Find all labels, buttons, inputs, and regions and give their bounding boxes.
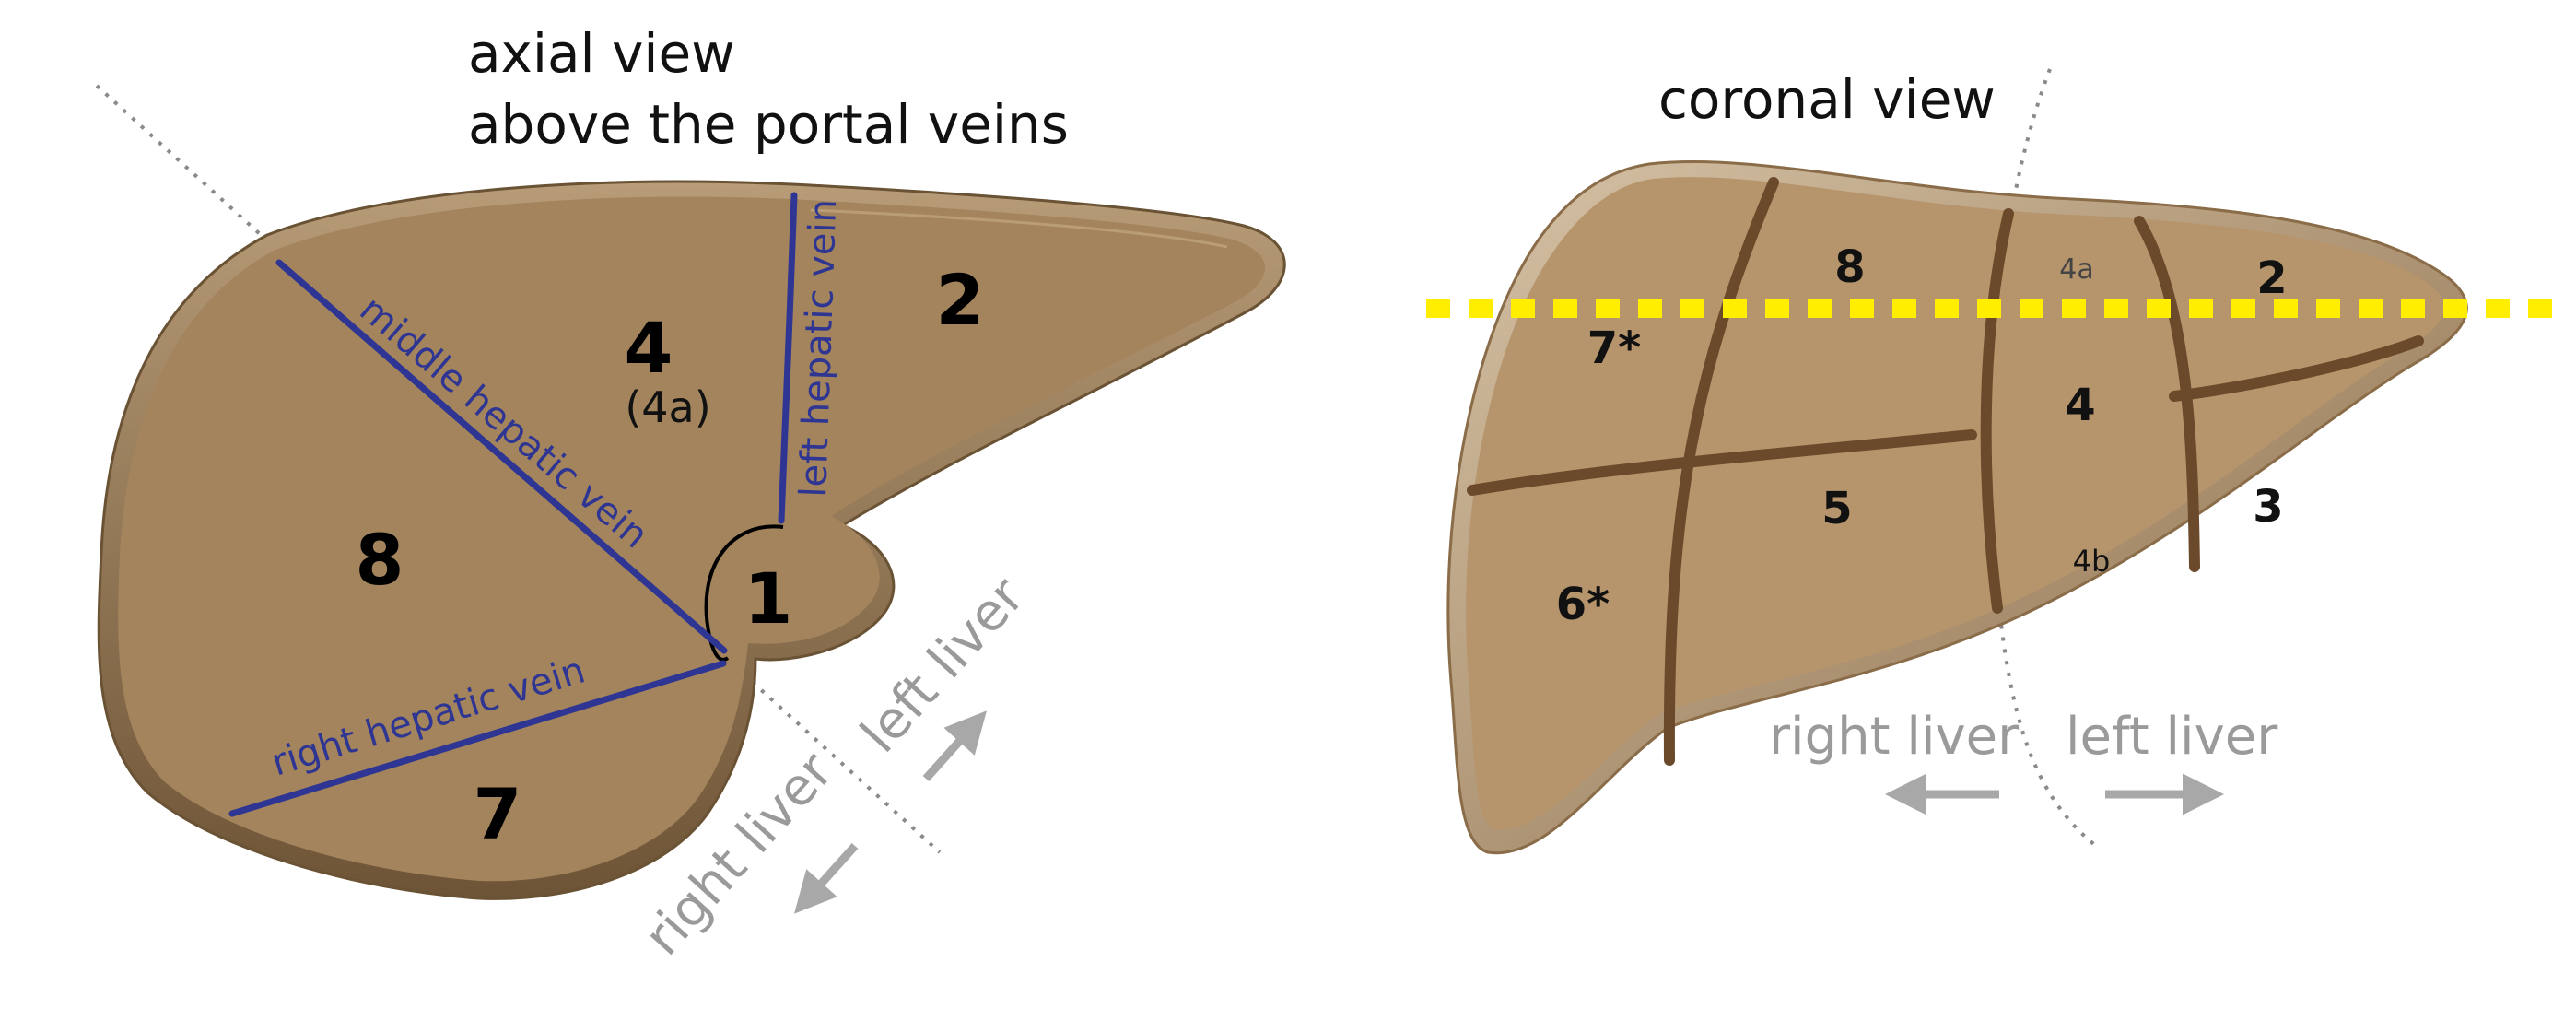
coronal-right-liver-label: right liver [1769,707,2020,767]
axial-segment-2: 2 [936,259,985,341]
branch-middle-vertical [1980,208,2014,614]
branch-left-horizontal [2169,335,2424,402]
axial-segment-4a: (4a) [625,382,710,432]
coronal-segment-4b: 4b [2073,544,2111,579]
branch-left-vertical [2134,216,2200,572]
coronal-branches [1467,177,2424,766]
axial-left-liver-arrow [922,710,988,782]
coronal-view: coronal view 8 4a 2 7* 4 5 3 4b 6* right… [1426,68,2570,855]
caudate-boundary-arc [704,524,784,662]
coronal-liver-surface [1466,177,2444,830]
axial-segment-1: 1 [744,557,793,639]
branch-horizontal [1467,429,1977,496]
coronal-left-liver-label: left liver [2066,707,2278,767]
axial-right-liver-arrow [793,842,859,914]
axial-liver-surface [118,196,1266,882]
axial-surface-highlight [810,208,1228,249]
axial-division-line [95,84,942,854]
left-hepatic-vein [778,192,798,524]
axial-title-line2: above the portal veins [468,93,1069,156]
coronal-segment-4: 4 [2065,380,2095,431]
branch-right-vertical [1663,177,1779,766]
coronal-segment-6: 6* [1556,579,1610,630]
coronal-segment-4a: 4a [2059,253,2093,286]
right-hepatic-vein [228,660,727,817]
coronal-segment-5: 5 [1821,483,1852,534]
axial-segment-4: 4 [625,307,673,389]
coronal-segment-7: 7* [1587,322,1642,374]
coronal-segment-8: 8 [1834,241,1865,293]
coronal-title: coronal view [1658,68,1996,131]
axial-segment-8: 8 [356,519,404,601]
axial-segment-7: 7 [474,773,522,855]
axial-view: axial view above the portal veins middle… [95,22,1286,967]
coronal-segment-3: 3 [2253,481,2283,533]
middle-hepatic-vein [275,259,728,654]
left-hepatic-vein-label: left hepatic vein [792,198,845,498]
axial-title-line1: axial view [468,22,735,85]
